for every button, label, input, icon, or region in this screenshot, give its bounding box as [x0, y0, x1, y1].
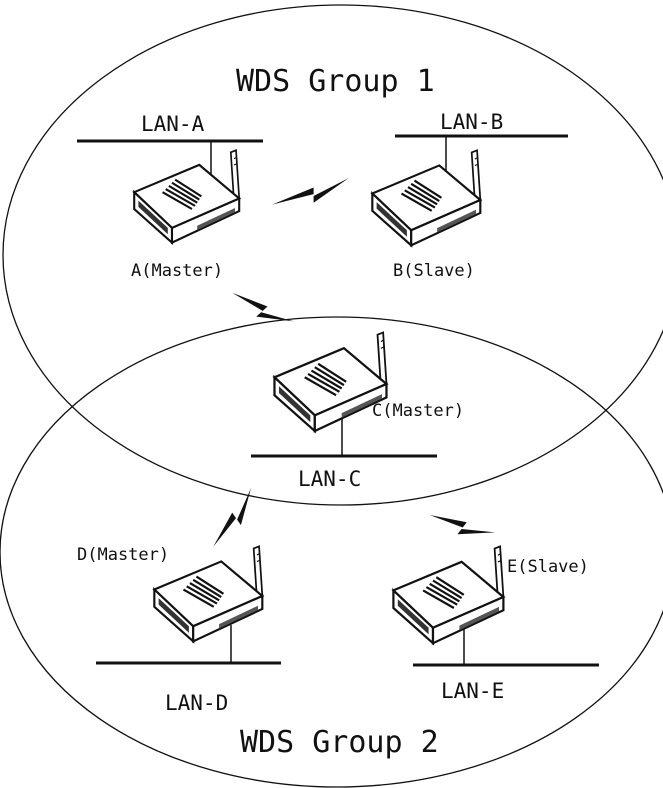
lan-e-segment: LAN-E: [413, 626, 599, 703]
lan-d-label: LAN-D: [165, 691, 228, 715]
lan-a-segment: LAN-A: [77, 112, 263, 177]
wds-group-2-boundary: [0, 316, 663, 788]
lan-c-segment: LAN-C: [251, 404, 437, 491]
wds-group-1-boundary: [2, 4, 663, 506]
device-c-label: C(Master): [372, 401, 464, 421]
router-e-icon: [392, 545, 505, 645]
wireless-link-a-b-icon: [272, 178, 349, 205]
lan-d-segment: LAN-D: [96, 625, 281, 715]
wireless-link-a-c-icon: [232, 275, 294, 340]
router-c-icon: [273, 331, 388, 433]
device-b-label: B(Slave): [393, 261, 475, 281]
router-a-icon: [133, 149, 241, 244]
lan-b-label: LAN-B: [440, 110, 503, 134]
group-1-title: WDS Group 1: [236, 64, 435, 99]
lan-c-label: LAN-C: [298, 467, 361, 491]
device-e-label: E(Slave): [507, 557, 589, 577]
router-d-icon: [153, 545, 264, 643]
group-2-title: WDS Group 2: [240, 725, 439, 760]
lan-e-label: LAN-E: [441, 679, 504, 703]
device-a-label: A(Master): [131, 261, 223, 281]
device-d-label: D(Master): [77, 545, 169, 565]
wireless-link-c-e-icon: [429, 494, 496, 554]
lan-b-segment: LAN-B: [395, 110, 568, 172]
router-b-icon: [371, 149, 482, 247]
lan-a-label: LAN-A: [141, 112, 205, 136]
